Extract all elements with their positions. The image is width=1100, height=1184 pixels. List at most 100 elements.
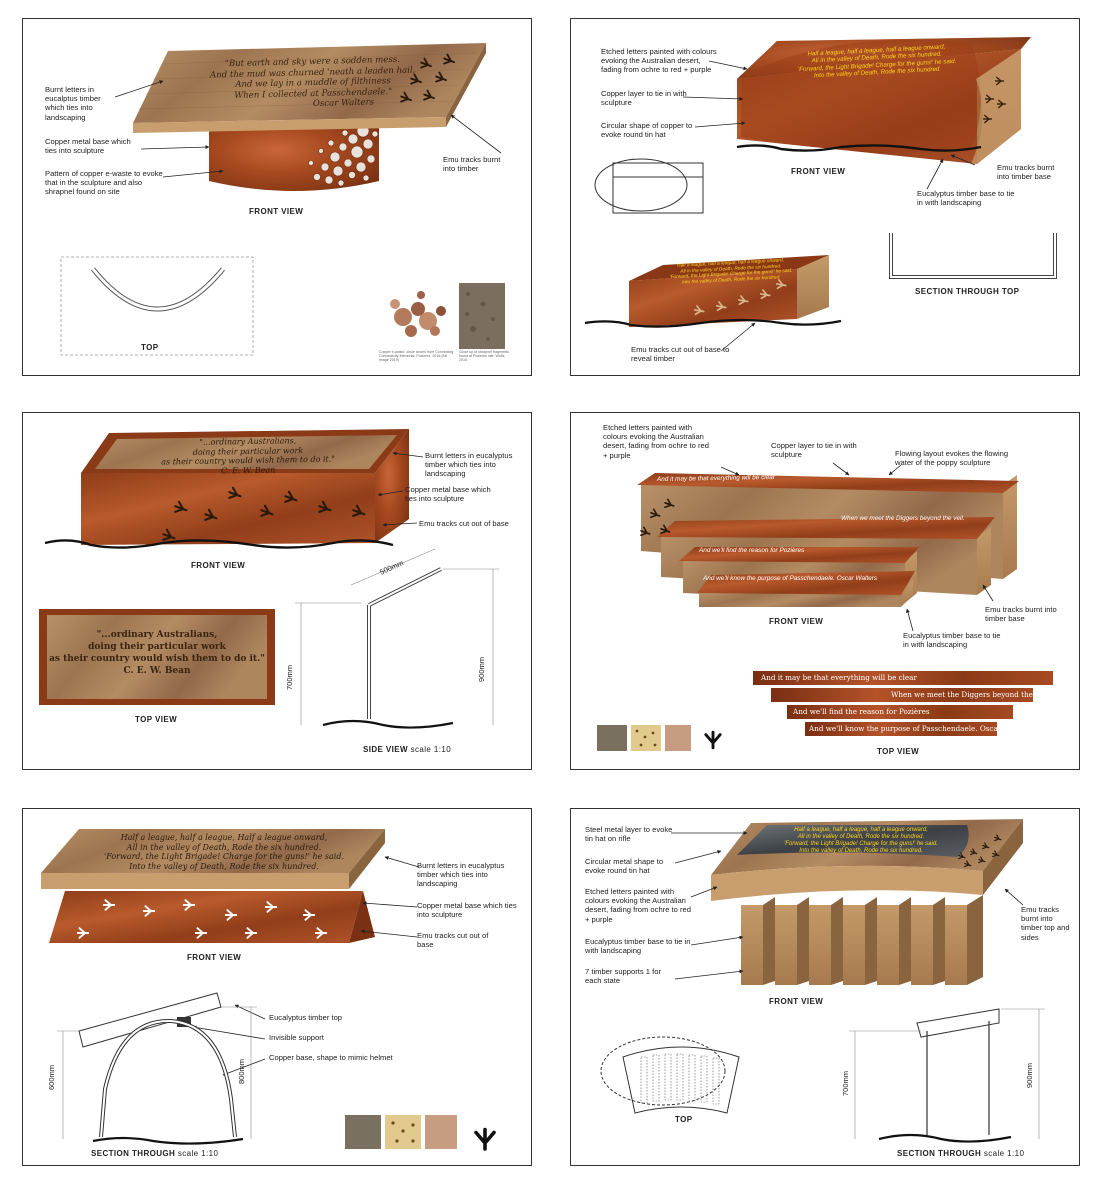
step-2-copper-top: [657, 517, 995, 539]
section-through-title: SECTION THROUGH scale 1:10: [897, 1149, 1025, 1158]
top-title: TOP: [675, 1115, 693, 1124]
thumb-emu-photo: [597, 725, 627, 751]
photo-shrapnel: [459, 283, 505, 349]
panel-6-quote: Half a league, half a league, half a lea…: [784, 827, 938, 854]
panel-6-drawing: [600, 819, 1045, 1143]
label-emu-burnt: Emu tracks burnt into timber base: [997, 163, 1055, 182]
emu-track-icon: [474, 1127, 496, 1151]
steel-tin-hat-layer: [737, 825, 969, 857]
dimension-900mm: 900mm: [477, 656, 487, 683]
e-waste-circle-pattern: [308, 124, 379, 187]
front-view-title: FRONT VIEW: [769, 617, 824, 626]
panel-3-bean-quote-design: "...ordinary Australians,doing their par…: [22, 412, 532, 770]
section-timber-top: [916, 1008, 1000, 1038]
step-3-text: And we'll find the reason for Pozières: [699, 547, 805, 554]
panel-2-drawing: [584, 37, 1057, 352]
dimension-900mm: 900mm: [1025, 1062, 1035, 1089]
panel-3-drawing: [39, 429, 499, 729]
label-burnt-letters: Burnt letters in eucalyptus timber which…: [417, 861, 505, 889]
thumb-emu-photo: [345, 1115, 381, 1149]
copper-circle-top: [741, 39, 981, 153]
top-view-plaque-timber: [47, 615, 267, 699]
panel-5-quote: Half a league, half a league, Half a lea…: [104, 833, 344, 871]
emu-track-icon: [704, 730, 722, 750]
small-block-top: [629, 255, 829, 281]
top-plan-outline: [60, 256, 254, 356]
panel-5-drawing: [41, 829, 496, 1151]
label-emu-cut-out: Emu tracks cut out of base: [417, 931, 489, 950]
timber-slab-side-edge: [446, 43, 486, 127]
label-eucalyptus-base: Eucalyptus timber base to tie in with la…: [903, 631, 1001, 650]
block-side-copper: [375, 429, 409, 543]
panel-6-timber-supports-design: Half a league, half a league, half a lea…: [570, 808, 1080, 1166]
caption-ewaste: Copper e-waste, circle circles from Conn…: [379, 350, 454, 363]
block-front-copper: [81, 473, 375, 545]
plan-ellipse: [594, 158, 688, 212]
timber-slab-front: [41, 873, 349, 889]
block-top-timber: [95, 435, 397, 469]
label-eucalyptus-base: Eucalyptus timber base to tie in with la…: [917, 189, 1015, 208]
label-copper-layer: Copper layer to tie in with sculpture: [771, 441, 857, 460]
step-4-copper-top: [697, 571, 915, 595]
top-view-step-2: When we meet the Diggers beyond the veil…: [771, 688, 1033, 702]
label-copper-base: Copper metal base which ties into sculpt…: [405, 485, 491, 504]
thumb-timber-cutout: [665, 725, 691, 751]
copper-base-front: [49, 891, 363, 943]
panel-4-drawing: [597, 462, 1019, 751]
label-copper-base: Copper metal base which ties into sculpt…: [45, 137, 131, 156]
label-etched-letters: Etched letters painted with colours evok…: [603, 423, 709, 460]
timber-slab-curved-front: [711, 865, 983, 901]
small-block-side: [797, 255, 829, 319]
section-through-title: SECTION THROUGH scale 1:10: [91, 1149, 219, 1158]
section-through-top-shape: [889, 233, 1057, 279]
dimension-800mm: 800mm: [237, 1058, 247, 1085]
label-copper-layer: Copper layer to tie in with sculpture: [601, 89, 687, 108]
label-burnt-letters: Burnt letters in eucalptus timber which …: [45, 85, 101, 122]
small-block-front: [629, 269, 797, 327]
dimension-600mm: 600mm: [47, 1064, 57, 1091]
label-invisible-support: Invisible support: [269, 1033, 324, 1042]
front-view-title: FRONT VIEW: [187, 953, 242, 962]
label-etched-letters: Etched letters painted with colours evok…: [601, 47, 717, 75]
timber-slab-top: [133, 43, 486, 123]
thumb-track-pattern: [631, 725, 661, 751]
top-title: TOP: [141, 343, 159, 352]
front-view-title: FRONT VIEW: [191, 561, 246, 570]
label-ewaste-pattern: Pattern of copper e-waste to evoke that …: [45, 169, 163, 197]
label-circular-copper: Circular shape of copper to evoke round …: [601, 121, 693, 140]
label-burnt-letters: Burnt letters in eucalyptus timber which…: [425, 451, 513, 479]
top-view-title: TOP VIEW: [135, 715, 178, 724]
front-view-title: FRONT VIEW: [769, 997, 824, 1006]
label-timber-top: Eucalyptus timber top: [269, 1013, 343, 1022]
label-flowing-layout: Flowing layout evokes the flowing water …: [895, 449, 1009, 468]
step-2-text: When we meet the Diggers beyond the veil…: [841, 515, 965, 522]
label-steel-layer: Steel metal layer to evoke tin hat on ri…: [585, 825, 673, 844]
section-through-top-title: SECTION THROUGH TOP: [915, 287, 1020, 296]
label-copper-base: Copper metal base which ties into sculpt…: [417, 901, 517, 920]
timber-slab-top: [41, 829, 385, 873]
caption-shrapnel: Close up of shrapnel fragments found at …: [459, 350, 509, 363]
step-3-copper-top: [679, 547, 919, 563]
timber-slab-front-edge: [133, 117, 446, 133]
dimension-700mm: 700mm: [285, 664, 295, 691]
label-emu-tracks: Emu tracks burnt into timber base: [985, 605, 1057, 624]
label-emu-tracks: Emu tracks burnt into timber: [443, 155, 501, 174]
dimension-700mm: 700mm: [841, 1070, 851, 1097]
top-plan-tin-hat-dashed: [600, 1036, 726, 1106]
side-view-title: SIDE VIEW scale 1:10: [363, 745, 452, 754]
section-dimensions: [849, 1008, 1045, 1139]
label-emu-tracks: Emu tracks burnt into timber top and sid…: [1021, 905, 1070, 942]
label-helmet-shape: Copper base, shape to mimic helmet: [269, 1053, 393, 1062]
label-etched-letters: Etched letters painted with colours evok…: [585, 887, 691, 924]
plan-rectangle: [612, 162, 704, 214]
panel-2-tin-hat-design: Half a league, half a league, half a lea…: [570, 18, 1080, 376]
panel-1-drawing: [60, 43, 505, 356]
panel-3-front-quote: "...ordinary Australians,doing their par…: [113, 435, 384, 478]
label-emu-cut-out: Emu tracks cut out of base: [419, 519, 509, 528]
step-1-copper-top: [637, 473, 1019, 493]
label-emu-cut-out: Emu tracks cut out of base to reveal tim…: [631, 345, 730, 364]
top-plan-outline: [622, 1046, 740, 1114]
label-timber-supports: 7 timber supports 1 for each state: [585, 967, 661, 986]
panel-5-helmet-design: Half a league, half a league, Half a lea…: [22, 808, 532, 1166]
front-view-title: FRONT VIEW: [791, 167, 846, 176]
